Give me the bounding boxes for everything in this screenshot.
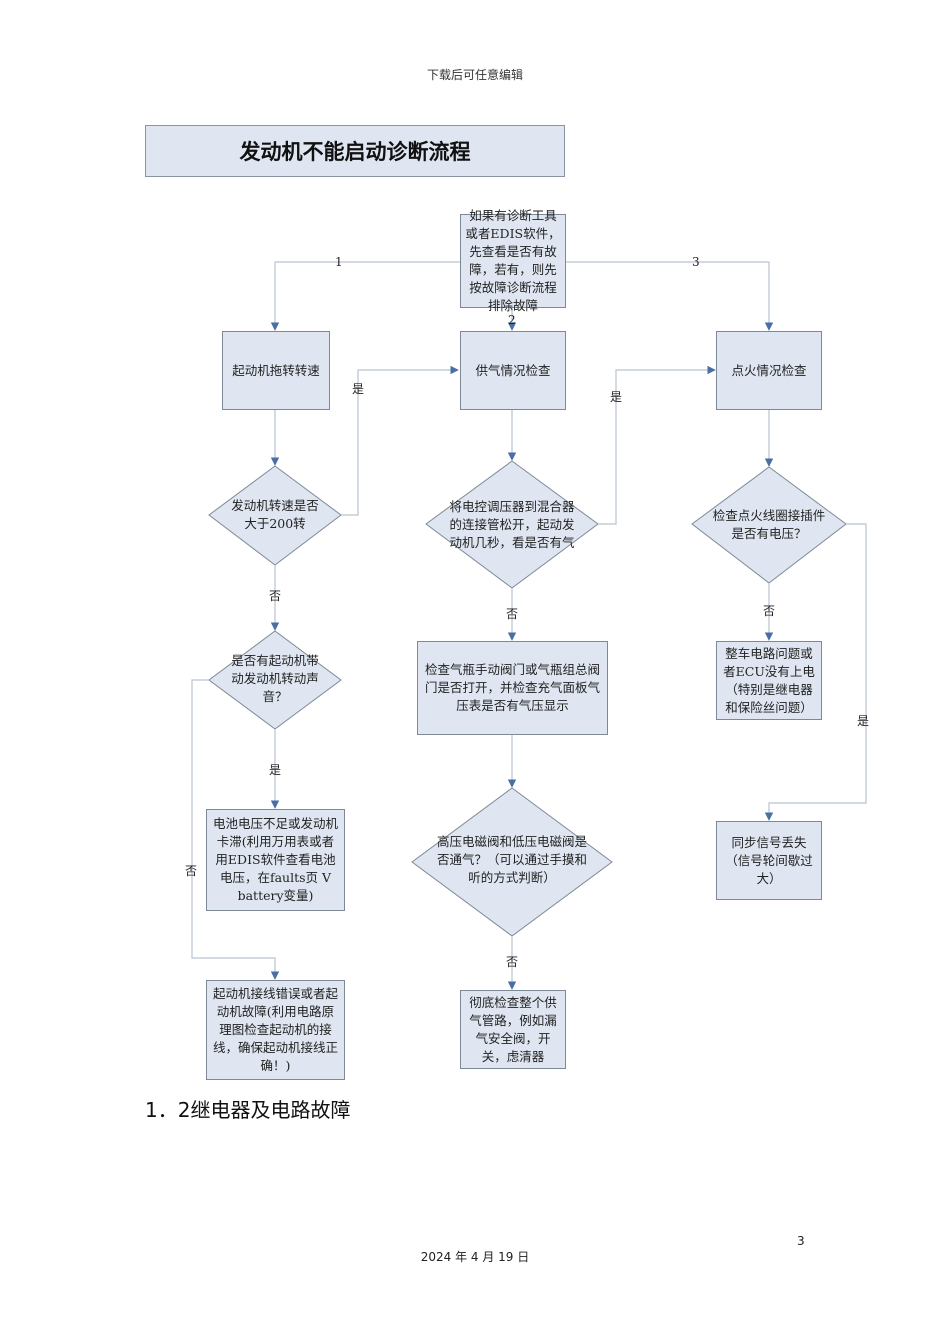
battery-node: 电池电压不足或发动机卡滞(利用万用表或者用EDIS软件查看电池电压，在fault…	[206, 809, 345, 911]
no-label-solenoid: 否	[506, 955, 519, 969]
line-branch3	[565, 261, 774, 331]
fuel-pipeline-node: 彻底检查整个供气管路，例如漏气安全阀，开关，虑清器	[460, 990, 566, 1069]
flowchart-connectors	[191, 261, 867, 990]
yes-label-coil: 是	[857, 714, 870, 728]
solenoid-check-text: 高压电磁阀和低压电磁阀是否通气？（可以通过手摸和听的方式判断）	[436, 834, 587, 885]
flowchart-title: 发动机不能启动诊断流程	[145, 125, 565, 177]
no-label-coil: 否	[763, 604, 776, 618]
valve-check-node: 检查气瓶手动阀门或气瓶组总阀门是否打开，并检查充气面板气压表是否有气压显示	[417, 641, 608, 735]
crank-speed-node: 起动机拖转转速	[222, 331, 330, 410]
ignition-check-node: 点火情况检查	[716, 331, 822, 410]
no-label-rpm: 否	[269, 589, 282, 603]
branch-label-1: 1	[335, 255, 343, 269]
page-header: 下载后可任意编辑	[426, 68, 523, 82]
line-rpm-yes	[341, 365, 459, 516]
fuel-check-node: 供气情况检查	[460, 331, 566, 410]
page-number: 3	[797, 1234, 805, 1248]
line-sound-no	[191, 679, 280, 980]
line-branch1	[270, 261, 460, 331]
footer-date: 2024 年 4 月 19 日	[420, 1250, 530, 1264]
yes-label-sound: 是	[269, 763, 282, 777]
starter-wiring-node: 起动机接线错误或者起动机故障(利用电路原理图检查起动机的接线，确保起动机接线正确…	[206, 980, 345, 1080]
section-heading: 1．2继电器及电路故障	[145, 1098, 351, 1122]
coil-check-text: 检查点火线圈接插件是否有电压？	[712, 508, 826, 541]
branch-label-2: 2	[508, 313, 516, 327]
line-mixer-yes	[598, 365, 716, 525]
start-node: 如果有诊断工具或者EDIS软件，先查看是否有故障，若有，则先按故障诊断流程排除故…	[460, 208, 566, 313]
line-coil-yes	[764, 523, 867, 821]
branch-label-3: 3	[692, 255, 700, 269]
rpm-check-text: 发动机转速是否大于200转	[231, 498, 319, 531]
no-label-sound: 否	[185, 864, 198, 878]
ecu-power-node: 整车电路问题或者ECU没有上电（特别是继电器和保险丝问题）	[716, 641, 822, 720]
sync-signal-node: 同步信号丢失（信号轮间歇过大）	[716, 821, 822, 900]
yes-label-mixer: 是	[610, 390, 623, 404]
no-label-mixer: 否	[506, 607, 519, 621]
mixer-check-text: 将电控调压器到混合器的连接管松开，起动发动机几秒，看是否有气	[449, 499, 575, 550]
sound-check-text: 是否有起动机带动发动机转动声音？	[231, 653, 319, 704]
yes-label-rpm: 是	[352, 382, 365, 396]
